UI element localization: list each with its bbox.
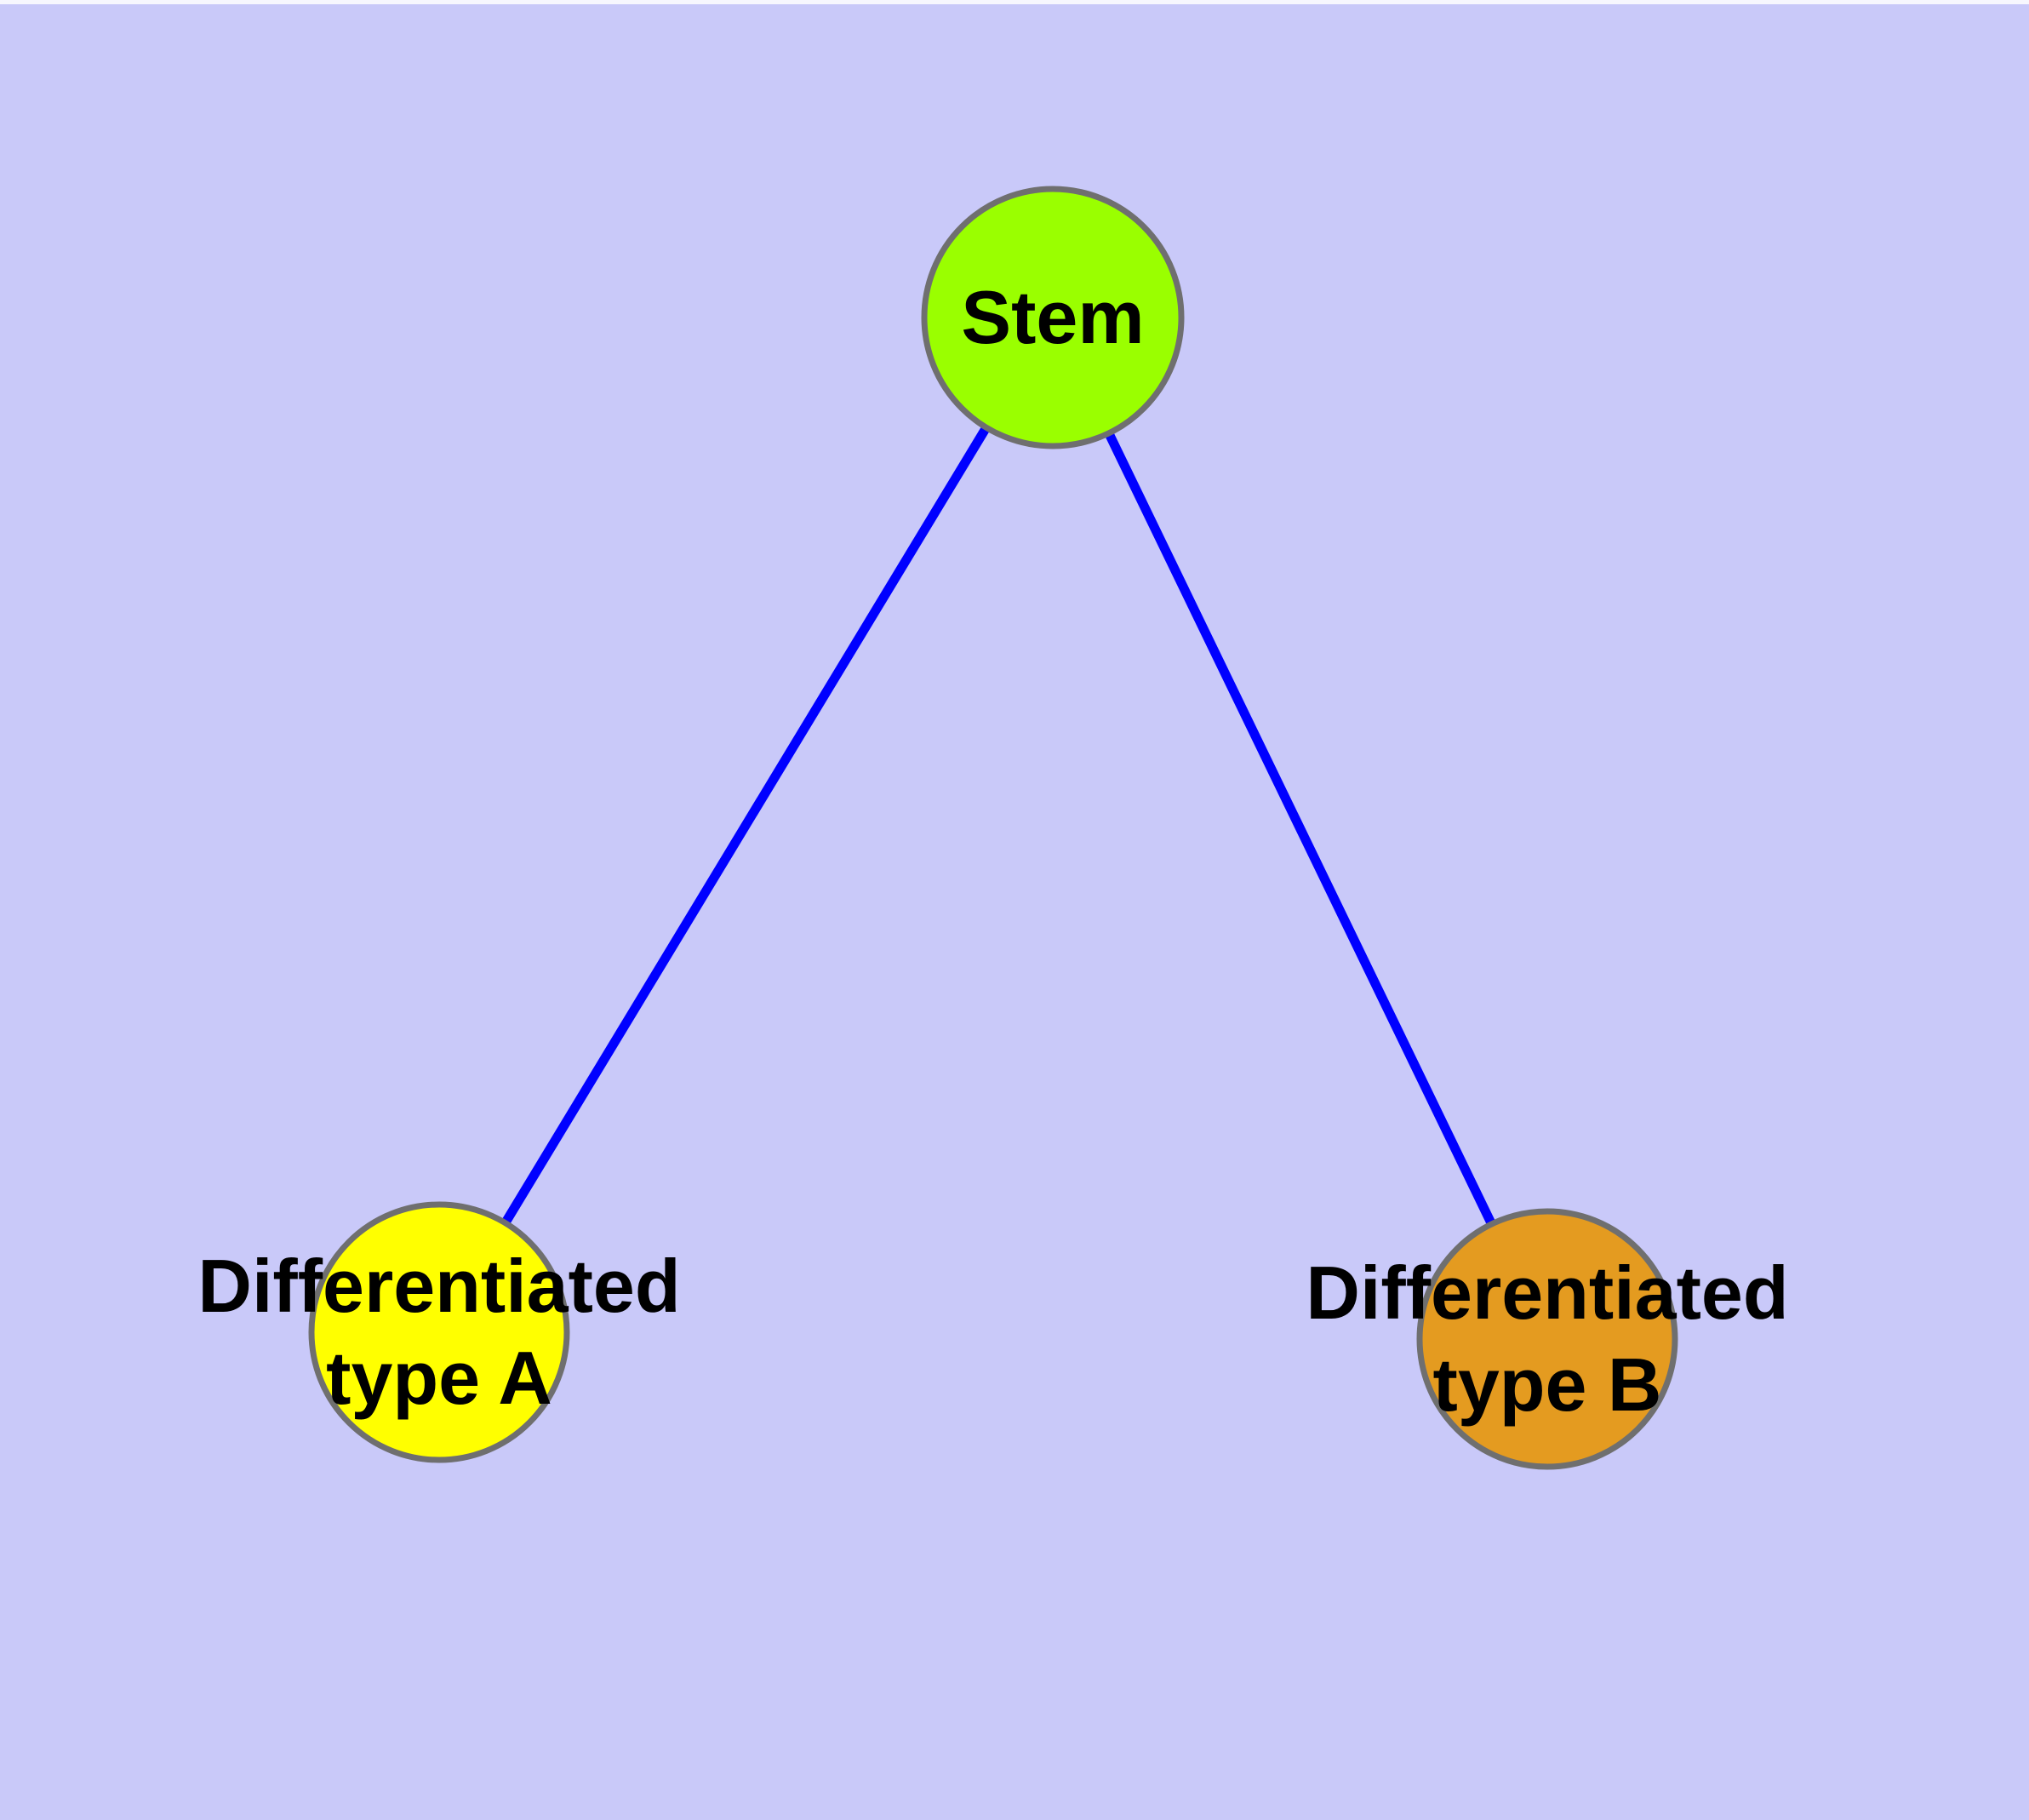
edge-stem-to-type-a	[435, 315, 1057, 1335]
node-differentiated-type-a-label: Differentiated type A	[197, 1240, 680, 1424]
node-differentiated-type-a-label-line-2: type A	[326, 1336, 552, 1420]
node-stem-circle	[921, 186, 1185, 449]
node-differentiated-type-a-label-line-1: Differentiated	[197, 1244, 681, 1328]
node-differentiated-type-b-label: Differentiated type B	[1306, 1247, 1788, 1431]
edge-stem-to-type-b	[1049, 315, 1552, 1342]
node-differentiated-type-b-label-line-1: Differentiated	[1306, 1251, 1789, 1335]
node-differentiated-type-b-circle	[1416, 1208, 1678, 1470]
node-stem-label: Stem	[961, 272, 1144, 363]
window-top-edge	[0, 0, 2029, 4]
node-differentiated-type-a-circle	[308, 1201, 570, 1463]
node-stem-label-line: Stem	[961, 275, 1145, 359]
node-differentiated-type-b-label-line-2: type B	[1432, 1342, 1662, 1427]
